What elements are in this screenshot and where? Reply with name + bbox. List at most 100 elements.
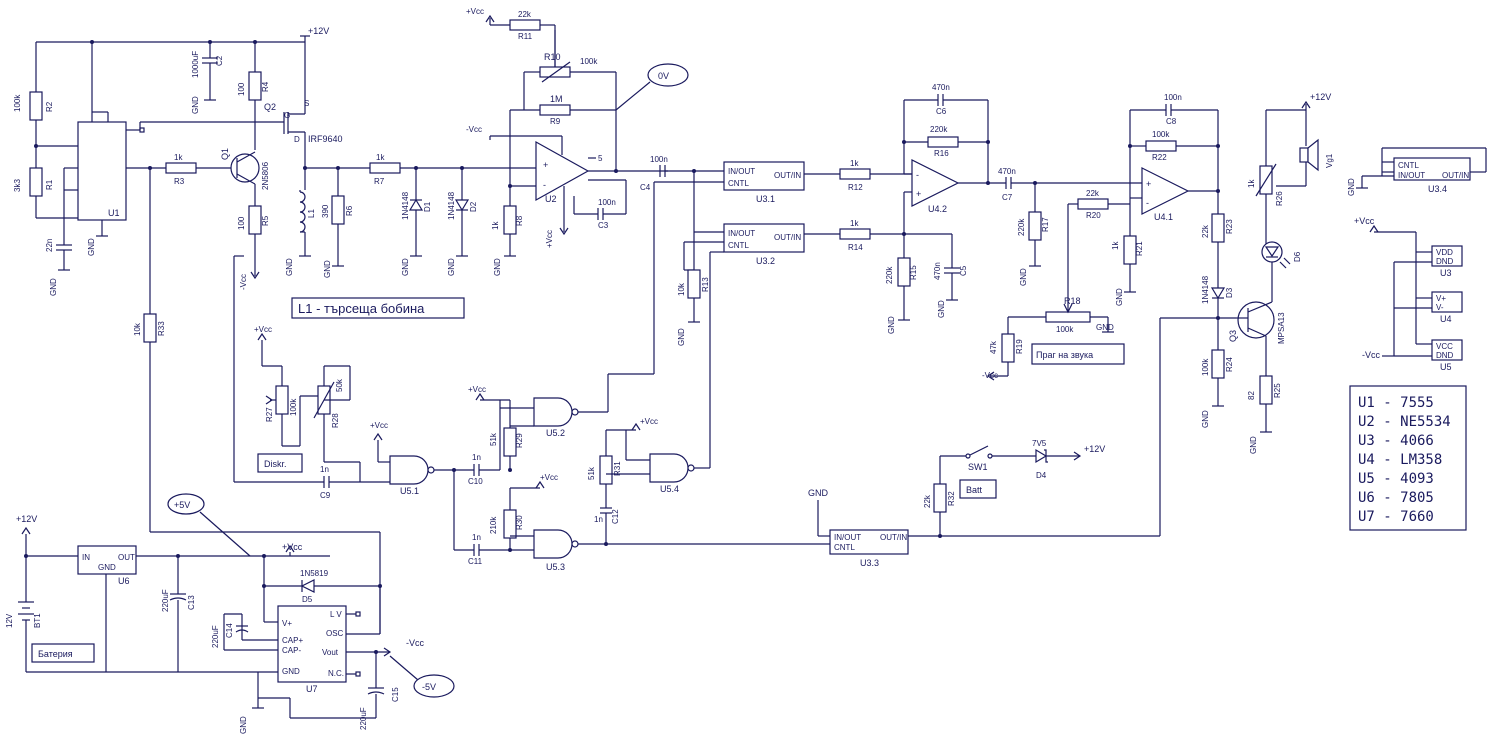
vg1-ref: Vg1 (1325, 153, 1334, 168)
r5-value: 100 (237, 216, 246, 230)
u4-2-opamp (911, 159, 960, 207)
svg-text:OUT/IN: OUT/IN (880, 533, 907, 542)
r4-value: 100 (237, 82, 246, 96)
c9-value: 1n (320, 465, 329, 474)
threshold-label-box (1031, 343, 1125, 365)
timer-section: 100k R2 3k3 R1 U1 22n GND GND (13, 42, 166, 296)
svg-text:IN/OUT: IN/OUT (728, 229, 755, 238)
gnd-c2: GND (191, 96, 200, 114)
coil-note: L1 - търсеща бобина (291, 297, 465, 319)
u7-converter (277, 605, 347, 683)
r13-ref: R13 (701, 277, 710, 292)
c2-value: 1000uF (191, 51, 200, 78)
svg-text:GND: GND (98, 563, 116, 572)
u3-2-ref: U3.2 (756, 256, 775, 266)
u5-power-ref: U5 (1440, 362, 1452, 372)
svg-text:CAP-: CAP- (282, 646, 301, 655)
svg-text:DND: DND (1436, 257, 1454, 266)
r1-ref: R1 (45, 179, 54, 190)
chip-legend-line: U7 - 7660 (1358, 509, 1434, 525)
d2-value: 1N4148 (447, 191, 456, 220)
svg-text:-: - (916, 170, 919, 180)
u5-4-ref: U5.4 (660, 484, 679, 494)
pvcc-supply: +Vcc (282, 542, 303, 552)
c13-value: 220uF (161, 589, 170, 612)
q2-s: S (304, 99, 309, 108)
u5-2-gate (533, 397, 573, 427)
power-switch-section: 100 R4 Q2 G S D IRF9640 (139, 42, 343, 168)
c15-ref: C15 (391, 687, 400, 702)
r3-value: 1k (174, 153, 183, 162)
c6-ref: C6 (936, 107, 947, 116)
gnd-r13: GND (677, 328, 686, 346)
gnd-r25: GND (1249, 436, 1258, 454)
r20-ref: R20 (1086, 211, 1101, 220)
r10-value: 100k (580, 57, 598, 66)
u3-4-switch (1393, 157, 1471, 181)
search-coil-section: L1 GND 390 R6 GND 1k R7 1N4148 D1 GND 1N… (285, 153, 478, 278)
p12-batt: +12V (16, 514, 37, 524)
u3-power-ref: U3 (1440, 268, 1452, 278)
r31-ref: R31 (613, 461, 622, 476)
pvcc-u54: +Vcc (640, 417, 658, 426)
pvcc-ics: +Vcc (1354, 216, 1375, 226)
r24-value: 100k (1201, 358, 1210, 376)
power-supply: +12V 12V BT1 Батерия IN OUT GND U6 220uF… (5, 493, 455, 734)
r10-ref: R10 (544, 52, 561, 62)
r6-value: 390 (321, 204, 330, 218)
gnd-d2: GND (447, 258, 456, 276)
svg-text:CAP+: CAP+ (282, 636, 303, 645)
chip-legend-line: U6 - 7805 (1358, 490, 1434, 506)
gnd-r17: GND (1019, 268, 1028, 286)
gnd-d1: GND (401, 258, 410, 276)
integrator-amp: - + U4.2 470n C6 220k R16 220k R15 GND 4… (885, 83, 1006, 334)
diskr-label-box (257, 453, 303, 473)
svg-text:CNTL: CNTL (728, 179, 749, 188)
chip-legend-line: U1 - 7555 (1358, 395, 1434, 411)
r25-ref: R25 (1273, 383, 1282, 398)
gnd-r8: GND (493, 258, 502, 276)
r9-value: 1M (550, 94, 563, 104)
u1-ref: U1 (108, 208, 120, 218)
preamp-section: + - U2 1k R8 GND 1M R9 R10 100k 22k R11 (462, 7, 689, 276)
svg-text:VCC: VCC (1436, 342, 1453, 351)
chip-legend (1349, 385, 1467, 531)
u5-3-gate (533, 529, 573, 559)
u1-chip (77, 121, 127, 221)
c14-ref: C14 (225, 623, 234, 638)
svg-text:OUT/IN: OUT/IN (774, 171, 801, 180)
r2-value: 100k (13, 94, 22, 112)
gnd-u1-c: GND (49, 278, 58, 296)
r23-ref: R23 (1225, 219, 1234, 234)
gnd-u33: GND (808, 488, 829, 498)
r29-value: 51k (489, 432, 498, 446)
r7-ref: R7 (374, 177, 385, 186)
minus5-text: -5V (422, 682, 436, 692)
nvcc-r19: -Vcc (982, 371, 998, 380)
r27-ref: R27 (265, 407, 274, 422)
u5-power (1431, 339, 1463, 361)
d2-ref: D2 (469, 201, 478, 212)
nvcc-ics: -Vcc (1362, 350, 1381, 360)
c7-ref: C7 (1002, 193, 1013, 202)
pvcc-u52: +Vcc (468, 385, 486, 394)
u3-4-block: CNTL IN/OUT OUT/IN U3.4 GND (1347, 147, 1487, 196)
c13-ref: C13 (187, 595, 196, 610)
minus5-callout (413, 674, 455, 698)
gnd-r18: GND (1096, 323, 1114, 332)
r31-value: 51k (587, 466, 596, 480)
u4-1-opamp (1141, 167, 1190, 215)
c9-ref: C9 (320, 491, 331, 500)
battery-label-box (31, 643, 95, 663)
r11-ref: R11 (518, 32, 533, 41)
q1-ref: Q1 (220, 148, 230, 160)
svg-text:N.C.: N.C. (328, 669, 344, 678)
r15-value: 220k (885, 266, 894, 284)
r30-value: 210k (489, 516, 498, 534)
r24-ref: R24 (1225, 357, 1234, 372)
svg-text:IN/OUT: IN/OUT (728, 167, 755, 176)
r27-value: 100k (289, 398, 298, 416)
threshold-text: Праг на звука (1036, 350, 1093, 360)
r26-ref: R26 (1275, 191, 1284, 206)
